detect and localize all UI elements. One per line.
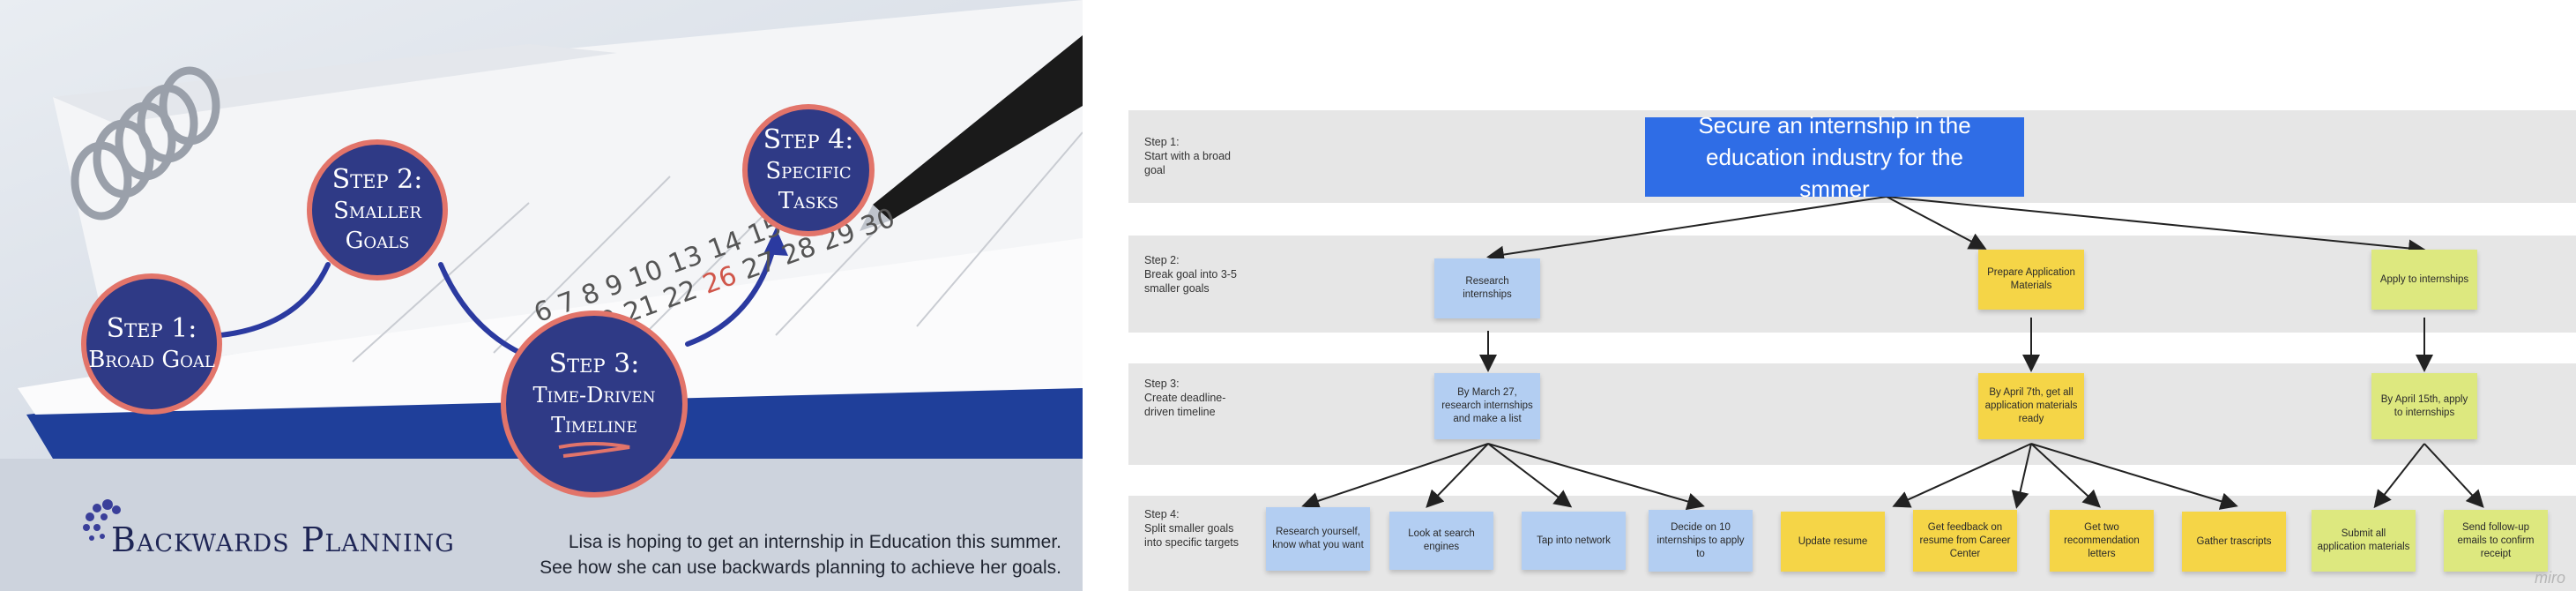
step-number: Step 2:	[331, 164, 423, 195]
miro-watermark: miro	[2535, 569, 2565, 587]
task-node: Send follow-up emails to confirm receipt	[2444, 510, 2548, 572]
step-title: Smaller Goals	[333, 198, 421, 254]
backwards-planning-logo-icon	[83, 499, 121, 541]
step-number: Step 4:	[763, 124, 854, 155]
backwards-planning-illustration: 6 7 8 9 10 13 14 15 16 19 20 21 22 26 27…	[0, 0, 1083, 591]
step-title: Time-Driven Timeline	[532, 383, 656, 438]
row-label-step-1: Step 1: Start with a broad goal	[1144, 136, 1231, 176]
task-node: Look at search engines	[1389, 512, 1493, 570]
calendar-date: 27	[738, 245, 781, 287]
row-label-step-2: Step 2: Break goal into 3-5 smaller goal…	[1144, 254, 1237, 295]
step-title: Specific Tasks	[765, 158, 852, 214]
smaller-goal-node: Apply to internships	[2371, 250, 2477, 310]
underline-scribble	[558, 442, 630, 458]
task-node: Research yourself, know what you want	[1266, 507, 1370, 571]
timeline-node: By March 27, research internships and ma…	[1434, 373, 1540, 439]
row-label-step-4: Step 4: Split smaller goals into specifi…	[1144, 508, 1239, 549]
smaller-goal-node: Prepare Application Materials	[1978, 250, 2084, 310]
caption-line: See how she can use backwards planning t…	[540, 557, 1061, 578]
task-node: Get feedback on resume from Career Cente…	[1913, 510, 2017, 572]
caption: Lisa is hoping to get an internship in E…	[497, 529, 1061, 580]
step-2-circle: Step 2: Smaller Goals	[307, 139, 448, 281]
row-band-3	[1128, 363, 2576, 465]
step-3-circle: Step 3: Time-Driven Timeline	[501, 310, 688, 497]
task-node: Decide on 10 internships to apply to	[1649, 510, 1753, 572]
step-title: Broad Goal	[88, 347, 215, 373]
timeline-node: By April 15th, apply to internships	[2371, 373, 2477, 439]
step-number: Step 1:	[106, 313, 197, 344]
broad-goal-node: Secure an internship in the education in…	[1645, 112, 2024, 202]
timeline-node: By April 7th, get all application materi…	[1978, 373, 2084, 439]
calendar-date: 26	[698, 259, 741, 301]
calendar-date: 28	[778, 231, 821, 273]
logo-text: Backwards Planning	[111, 520, 455, 559]
connector-arrows	[1301, 196, 2484, 511]
row-label-step-3: Step 3: Create deadline-driven timeline	[1144, 378, 1226, 418]
step-4-circle: Step 4: Specific Tasks	[742, 104, 875, 236]
smaller-goal-node: Research internships	[1434, 258, 1540, 318]
row-band-2	[1128, 236, 2576, 333]
backwards-planning-diagram: Step 1: Start with a broad goal Step 2: …	[1128, 110, 2576, 591]
step-1-circle: Step 1: Broad Goal	[81, 273, 222, 415]
task-node: Get two recommendation letters	[2050, 510, 2154, 572]
caption-line: Lisa is hoping to get an internship in E…	[568, 532, 1061, 552]
task-node: Submit all application materials	[2312, 510, 2416, 572]
task-node: Gather trascripts	[2182, 512, 2286, 572]
task-node: Tap into network	[1522, 512, 1626, 570]
step-number: Step 3:	[548, 348, 640, 379]
task-node: Update resume	[1781, 512, 1885, 572]
